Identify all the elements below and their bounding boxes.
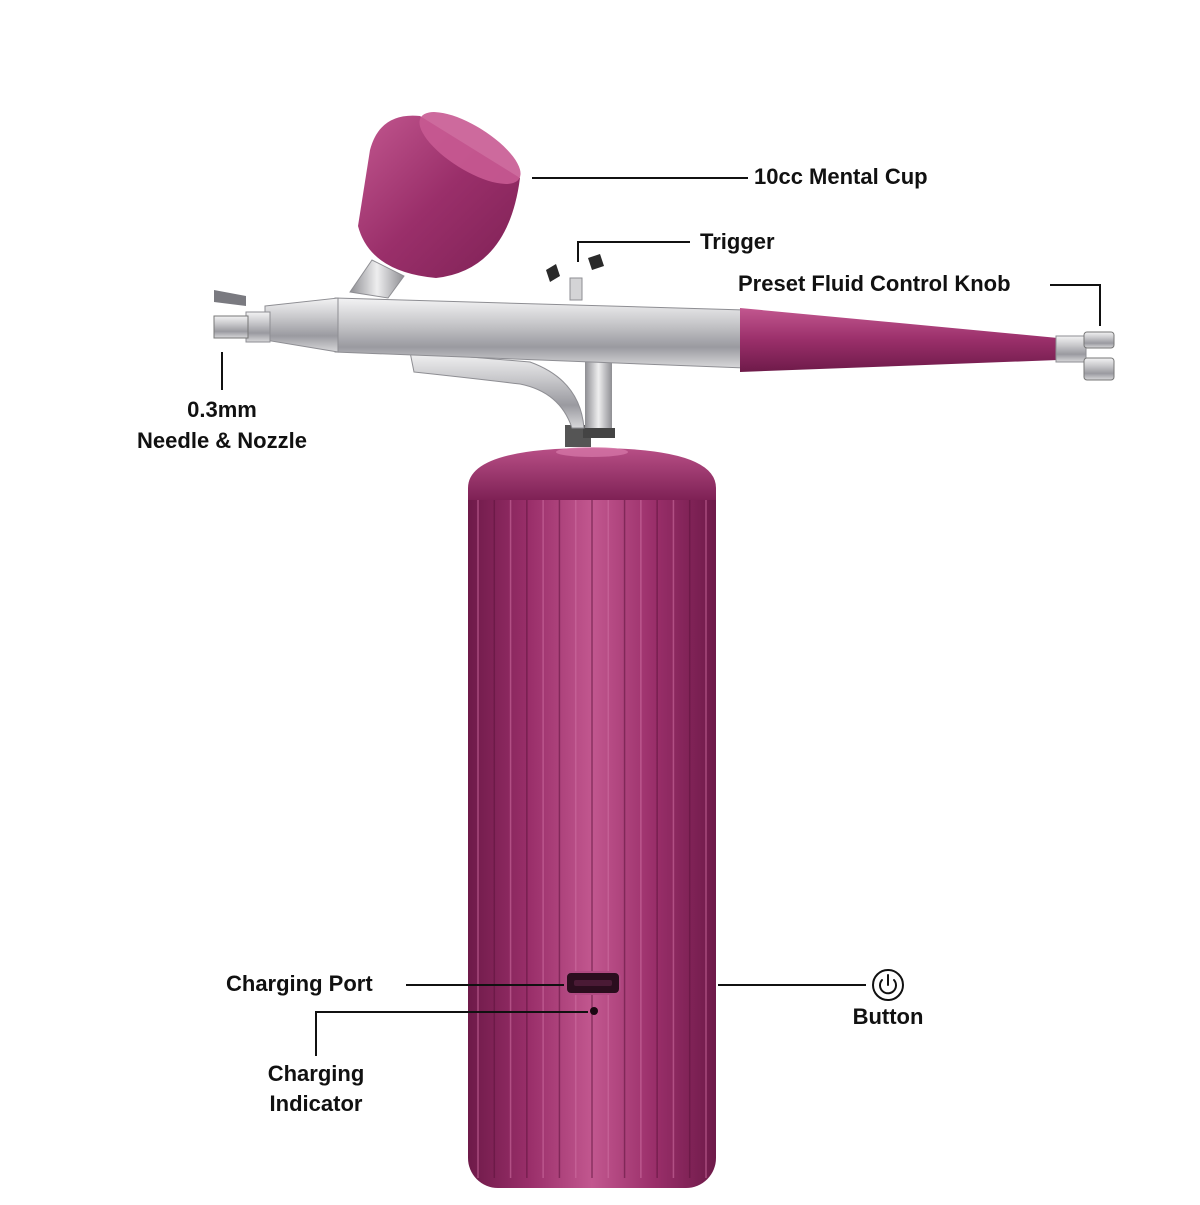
cup-label: 10cc Mental Cup <box>754 164 928 189</box>
power-icon <box>872 969 904 1001</box>
trigger-leader-line <box>577 241 690 262</box>
battery-top-cap <box>468 448 716 500</box>
airbrush-gun <box>213 112 1115 429</box>
trigger-lever <box>569 277 583 301</box>
finger-hook <box>409 351 585 429</box>
needle-cap <box>214 290 246 306</box>
nozzle-tip <box>213 315 249 339</box>
battery-ribs <box>477 500 707 1178</box>
button-label: Button <box>852 1004 924 1029</box>
knob-label: Preset Fluid Control Knob <box>738 271 1011 296</box>
charging-indicator-label-line2: Indicator <box>269 1091 363 1116</box>
trigger-label: Trigger <box>700 229 775 254</box>
charging-indicator-led <box>590 1007 598 1015</box>
nozzle-ring <box>245 311 271 343</box>
trigger-top-right <box>588 254 604 270</box>
knob-collar <box>1055 335 1087 363</box>
rear-handle <box>740 308 1058 372</box>
fluid-control-knob <box>1083 357 1115 381</box>
battery-body <box>468 447 716 1188</box>
cup-rim <box>419 112 521 184</box>
cup-neck <box>349 259 405 299</box>
cap-highlight <box>556 447 628 457</box>
charging-port-label: Charging Port <box>226 971 373 996</box>
gun-barrel <box>334 297 746 369</box>
needle-label-line1: 0.3mm <box>187 397 257 422</box>
stem-nut <box>583 428 615 438</box>
trigger-top-left <box>546 264 560 282</box>
air-stem <box>585 358 612 432</box>
fluid-control-knob-top <box>1083 331 1115 349</box>
charging-port-slot <box>574 980 612 986</box>
charging-indicator-label-line1: Charging <box>267 1061 365 1086</box>
needle-label-line2: Needle & Nozzle <box>137 428 307 453</box>
charging-indicator-leader-line <box>315 1011 588 1056</box>
nozzle-body <box>264 297 339 353</box>
knob-leader-line <box>1050 284 1101 326</box>
